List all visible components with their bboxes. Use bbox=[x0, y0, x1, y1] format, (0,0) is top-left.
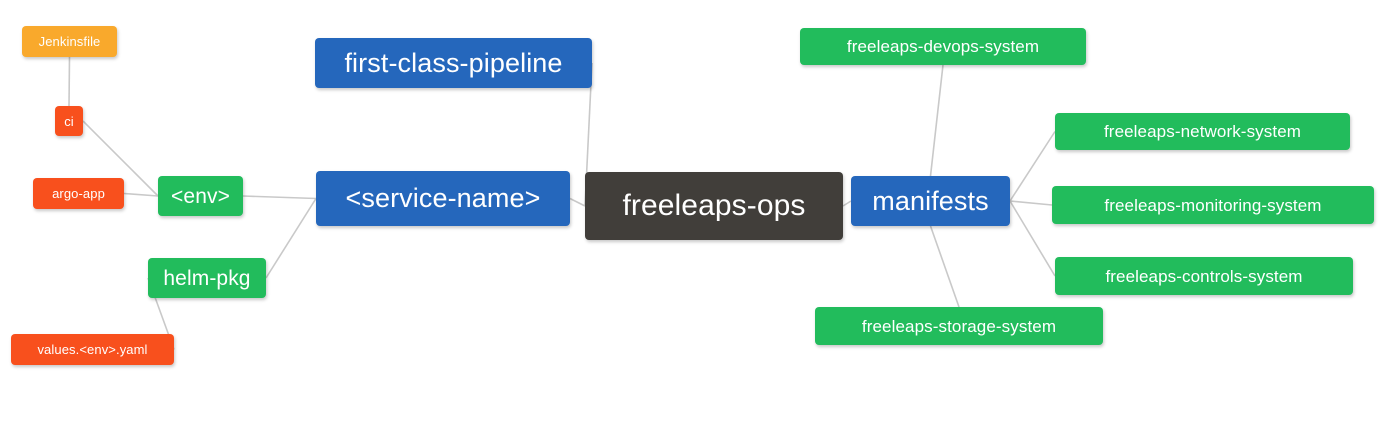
mindmap-node-first-class-pipeline[interactable]: first-class-pipeline bbox=[315, 38, 592, 88]
edge-freeleaps-ops-to-manifests bbox=[842, 200, 852, 207]
edge-ci-to-jenkinsfile bbox=[68, 56, 71, 107]
node-label: values.<env>.yaml bbox=[37, 342, 148, 357]
node-label: <service-name> bbox=[345, 183, 541, 213]
mindmap-node-freeleaps-network-system[interactable]: freeleaps-network-system bbox=[1055, 113, 1350, 150]
edge-service-name-to-env bbox=[242, 195, 317, 200]
node-label: argo-app bbox=[52, 186, 105, 201]
edge-manifests-to-freeleaps-monitoring-system bbox=[1009, 200, 1053, 206]
mindmap-node-argo-app[interactable]: argo-app bbox=[33, 178, 124, 209]
node-label: Jenkinsfile bbox=[38, 34, 101, 49]
edge-service-name-to-helm-pkg bbox=[265, 198, 317, 279]
node-label: first-class-pipeline bbox=[344, 47, 563, 78]
edge-manifests-to-freeleaps-controls-system bbox=[1009, 200, 1056, 277]
node-label: freeleaps-controls-system bbox=[1105, 266, 1303, 286]
mindmap-node-freeleaps-devops-system[interactable]: freeleaps-devops-system bbox=[800, 28, 1086, 65]
mindmap-node-freeleaps-ops[interactable]: freeleaps-ops bbox=[585, 172, 843, 240]
mindmap-node-env[interactable]: <env> bbox=[158, 176, 243, 216]
edge-manifests-to-freeleaps-storage-system bbox=[929, 225, 960, 308]
mindmap-node-manifests[interactable]: manifests bbox=[851, 176, 1010, 226]
mindmap-node-freeleaps-storage-system[interactable]: freeleaps-storage-system bbox=[815, 307, 1103, 345]
node-label: freeleaps-ops bbox=[622, 189, 806, 222]
node-label: freeleaps-network-system bbox=[1103, 122, 1302, 141]
node-label: helm-pkg bbox=[163, 266, 251, 290]
node-label: freeleaps-storage-system bbox=[861, 316, 1057, 336]
edge-freeleaps-ops-to-service-name bbox=[569, 197, 586, 207]
edge-manifests-to-freeleaps-devops-system bbox=[929, 64, 944, 177]
mindmap-node-freeleaps-monitoring-system[interactable]: freeleaps-monitoring-system bbox=[1052, 186, 1374, 224]
node-label: manifests bbox=[872, 185, 989, 216]
node-label: freeleaps-monitoring-system bbox=[1104, 195, 1322, 215]
mindmap-node-ci[interactable]: ci bbox=[55, 106, 83, 136]
mindmap-node-freeleaps-controls-system[interactable]: freeleaps-controls-system bbox=[1055, 257, 1353, 295]
node-label: freeleaps-devops-system bbox=[846, 37, 1040, 56]
mindmap-node-jenkinsfile[interactable]: Jenkinsfile bbox=[22, 26, 117, 57]
edge-env-to-argo-app bbox=[123, 192, 159, 197]
node-label: ci bbox=[64, 113, 74, 129]
mindmap-node-values-env-yaml[interactable]: values.<env>.yaml bbox=[11, 334, 174, 365]
mindmap-node-service-name[interactable]: <service-name> bbox=[316, 171, 570, 226]
node-label: <env> bbox=[171, 184, 230, 208]
mindmap-node-helm-pkg[interactable]: helm-pkg bbox=[148, 258, 266, 298]
edge-manifests-to-freeleaps-network-system bbox=[1009, 131, 1056, 202]
